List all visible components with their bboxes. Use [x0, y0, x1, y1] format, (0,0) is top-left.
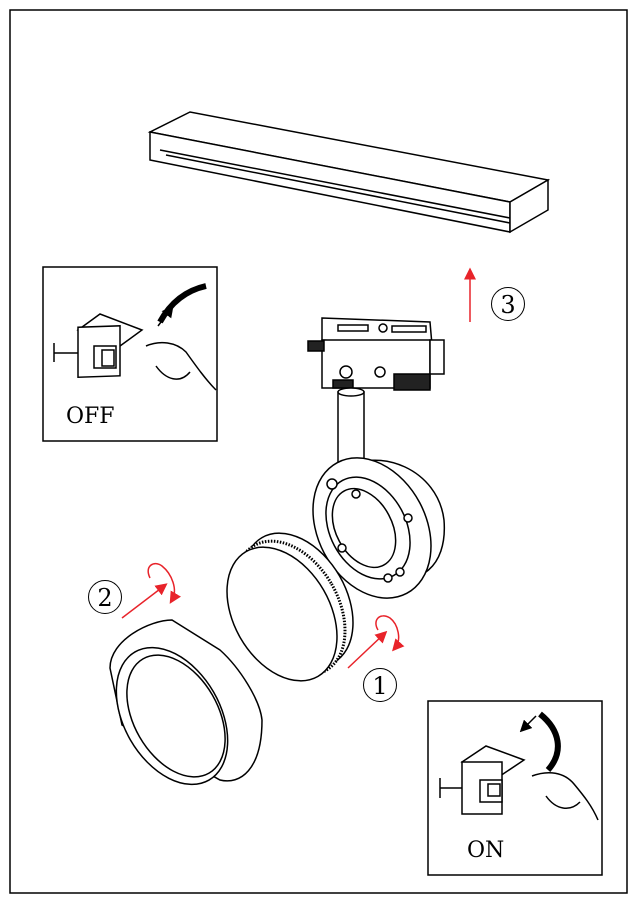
decorative-ring	[109, 619, 263, 786]
page-frame	[9, 9, 628, 894]
step-2-label: 2	[88, 580, 122, 614]
on-label: ON	[467, 838, 505, 863]
lamp-stem	[337, 387, 365, 465]
on-switch-panel	[427, 700, 603, 876]
off-switch-panel	[42, 266, 218, 442]
track-adapter	[307, 317, 445, 391]
rotation-arrow-2	[121, 562, 181, 619]
track-rail	[147, 111, 551, 234]
step-3-label: 3	[491, 287, 525, 321]
off-label: OFF	[66, 404, 115, 429]
gx53-lamp	[226, 532, 354, 682]
step-1-label: 1	[363, 668, 397, 702]
rotation-arrow-1	[347, 615, 405, 669]
lamp-housing	[312, 457, 445, 599]
